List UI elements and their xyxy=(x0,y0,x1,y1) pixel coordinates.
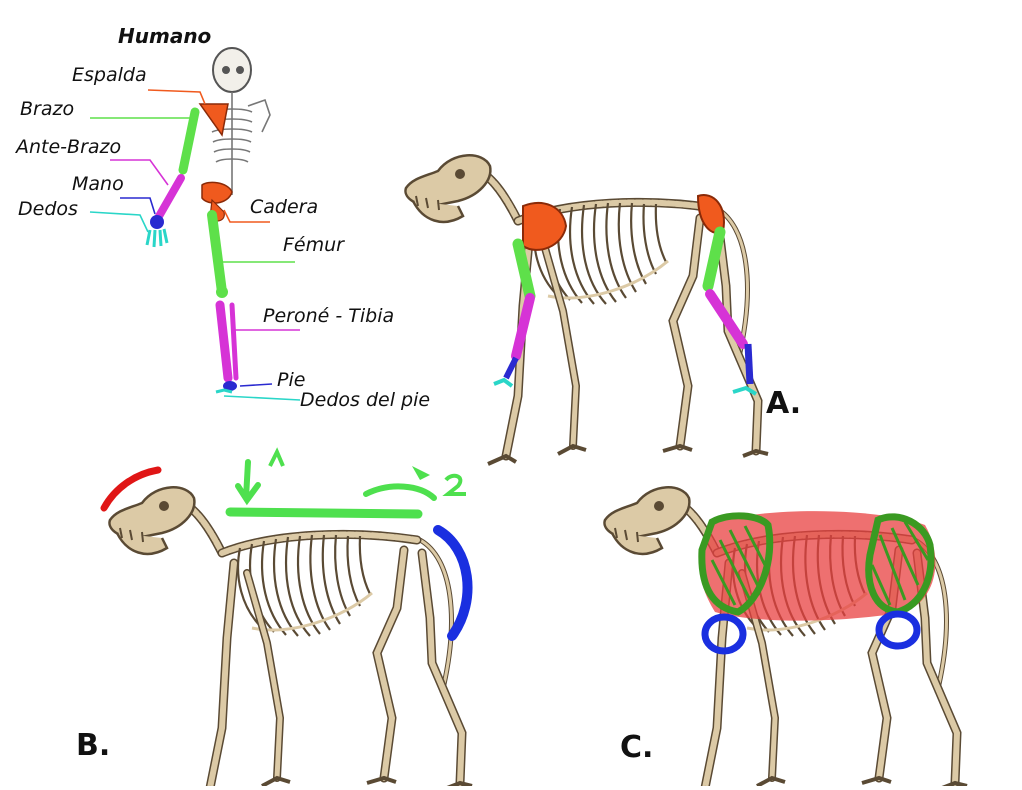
label-espalda: Espalda xyxy=(72,64,147,86)
label-antebrazo: Ante-Brazo xyxy=(16,136,122,158)
label-cadera: Cadera xyxy=(250,196,319,218)
label-perone-tibia: Peroné - Tibia xyxy=(263,305,395,327)
human-title: Humano xyxy=(118,24,212,48)
label-brazo: Brazo xyxy=(20,98,75,120)
panel-c-marks xyxy=(698,511,936,655)
label-mano: Mano xyxy=(72,173,124,195)
panel-b-label: B. xyxy=(76,728,111,763)
label-dedos: Dedos xyxy=(18,198,78,220)
panel-a-label: A. xyxy=(766,386,802,421)
human-skeleton xyxy=(89,47,301,401)
label-pie: Pie xyxy=(277,369,306,391)
label-dedos-del-pie: Dedos del pie xyxy=(300,389,431,411)
skeleton-a xyxy=(405,155,768,464)
skeleton-b xyxy=(109,487,472,786)
panel-b-marks xyxy=(100,447,473,641)
label-femur: Fémur xyxy=(283,234,344,256)
panel-c-label: C. xyxy=(620,730,654,765)
